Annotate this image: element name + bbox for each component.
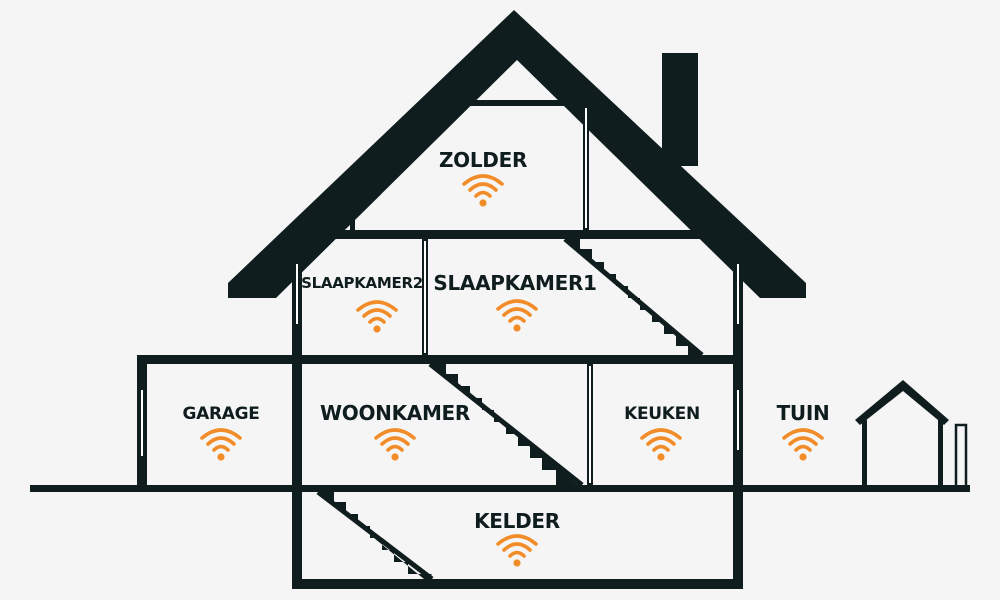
wifi-icon: [496, 299, 538, 332]
garage-roof: [137, 355, 302, 364]
room-label-zolder: ZOLDER: [438, 148, 528, 172]
shed-wall-left: [862, 420, 867, 488]
shed-wall-right: [938, 420, 943, 488]
attic-ceiling-beam: [446, 100, 588, 106]
room-label-woonkamer: WOONKAMER: [319, 401, 471, 425]
basement-floor: [292, 579, 743, 589]
wifi-icon: [374, 428, 416, 461]
stair-diagonal-middle: [428, 362, 584, 487]
wifi-icon: [462, 174, 504, 207]
garden-post: [956, 425, 966, 488]
ground-line: [30, 485, 970, 492]
attic-floor: [292, 230, 743, 239]
garden-post-frame: [954, 423, 968, 489]
wifi-icon: [356, 300, 398, 333]
wifi-icon: [640, 428, 682, 461]
room-label-kelder: KELDER: [474, 509, 560, 533]
basement-wall-right: [733, 489, 743, 589]
room-label-tuin: TUIN: [776, 401, 830, 425]
stair-diagonal-upper: [563, 237, 704, 357]
basement-wall-left: [292, 489, 302, 589]
room-label-keuken: KEUKEN: [624, 404, 700, 424]
first-floor: [292, 355, 743, 364]
shed-roof: [855, 380, 949, 425]
wifi-icon: [496, 534, 538, 567]
stair-diagonal-lower: [316, 490, 434, 581]
room-label-slaapkamer1: SLAAPKAMER1: [433, 271, 597, 295]
wifi-icon: [782, 428, 824, 461]
attic-kneewall-left: [350, 190, 355, 232]
room-label-garage: GARAGE: [182, 404, 260, 424]
roof: [228, 10, 806, 298]
room-label-slaapkamer2: SLAAPKAMER2: [301, 274, 423, 292]
wifi-icon: [200, 428, 242, 461]
chimney: [662, 53, 698, 166]
